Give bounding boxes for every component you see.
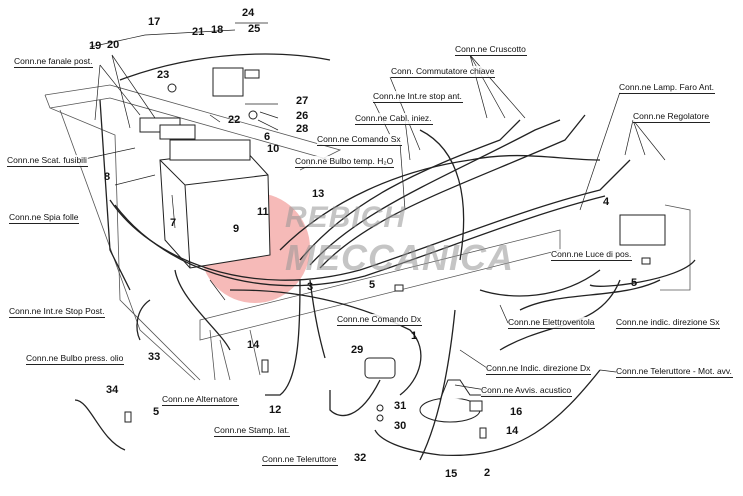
label-luce-di-pos: Conn.ne Luce di pos. [551,249,633,261]
part-number: 20 [107,39,120,51]
part-number: 9 [233,223,240,235]
part-number: 7 [170,217,177,229]
part-number: 30 [394,420,407,432]
part-number: 27 [296,95,309,107]
label-regolatore: Conn.ne Regolatore [633,111,711,123]
regulator-drawing [619,214,666,246]
part-number: 34 [106,384,119,396]
watermark-line2: MECCANICA [285,237,514,278]
part-number: 13 [312,188,325,200]
label-scat-fusibili: Conn.ne Scat. fusibili [7,155,88,167]
label-comando-sx: Conn.ne Comando Sx [317,134,402,146]
fuse-box-drawing [139,67,260,140]
part-number: 14 [506,425,519,437]
part-number: 18 [211,24,224,36]
part-number: 2 [484,467,491,479]
label-indic-direzione-dx: Conn.ne Indic. direzione Dx [486,363,592,375]
label-indic-direzione-sx: Conn.ne indic. direzione Sx [616,317,721,329]
part-number: 11 [257,206,269,218]
part-number: 19 [89,40,102,52]
battery-drawing [159,139,271,269]
label-cabl-iniez: Conn.ne Cabl. iniez. [355,113,433,125]
label-teleruttore-mot-avv: Conn.ne Teleruttore - Mot. avv. [616,366,733,378]
part-number: 17 [148,16,161,28]
part-number: 5 [153,406,160,418]
label-teleruttore: Conn.ne Teleruttore [262,454,338,466]
part-number: 6 [264,131,271,143]
part-number: 15 [445,468,458,480]
label-int-stop-ant: Conn.ne Int.re stop ant. [373,91,463,103]
label-avvis-acustico: Conn.ne Avvis. acustico [481,385,573,397]
part-number: 14 [247,339,260,351]
part-number: 28 [296,123,309,135]
label-fanale-post: Conn.ne fanale post. [14,56,94,68]
part-number: 22 [228,114,241,126]
watermark-line1: REBICH [285,201,407,234]
harness-wires [74,53,696,461]
label-bulbo-temp-h2o: Conn.ne Bulbo temp. H₂O [295,156,395,168]
label-int-stop-post: Conn.ne Int.re Stop Post. [9,306,106,318]
part-number: 5 [369,279,376,291]
part-number: 10 [267,143,280,155]
part-number: 12 [269,404,282,416]
label-spia-folle: Conn.ne Spia folle [9,212,80,224]
part-number: 21 [192,26,205,38]
hardware-drawing [124,257,651,439]
part-number: 33 [148,351,161,363]
part-number: 23 [157,69,170,81]
part-number: 1 [411,330,418,342]
part-number: 5 [631,277,638,289]
label-commutatore-chiave: Conn. Commutatore chiave [391,66,496,78]
part-number: 4 [603,196,610,208]
leader-lines [79,22,666,391]
label-cruscotto: Conn.ne Cruscotto [455,44,527,56]
part-number: 16 [510,406,523,418]
starter-relay-drawing [364,357,396,379]
part-number: 3 [307,281,314,293]
label-elettroventola: Conn.ne Elettroventola [508,317,596,329]
part-number: 26 [296,110,309,122]
label-stamp-lat: Conn.ne Stamp. lat. [214,425,291,437]
part-number: 25 [248,23,261,35]
part-number: 31 [394,400,407,412]
label-comando-dx: Conn.ne Comando Dx [337,314,423,326]
part-number: 8 [104,171,111,183]
label-alternatore: Conn.ne Alternatore [162,394,239,406]
part-number: 24 [242,7,255,19]
part-number: 32 [354,452,367,464]
label-lamp-faro-ant: Conn.ne Lamp. Faro Ant. [619,82,715,94]
part-number: 29 [351,344,364,356]
label-bulbo-press-olio: Conn.ne Bulbo press. olio [26,353,125,365]
